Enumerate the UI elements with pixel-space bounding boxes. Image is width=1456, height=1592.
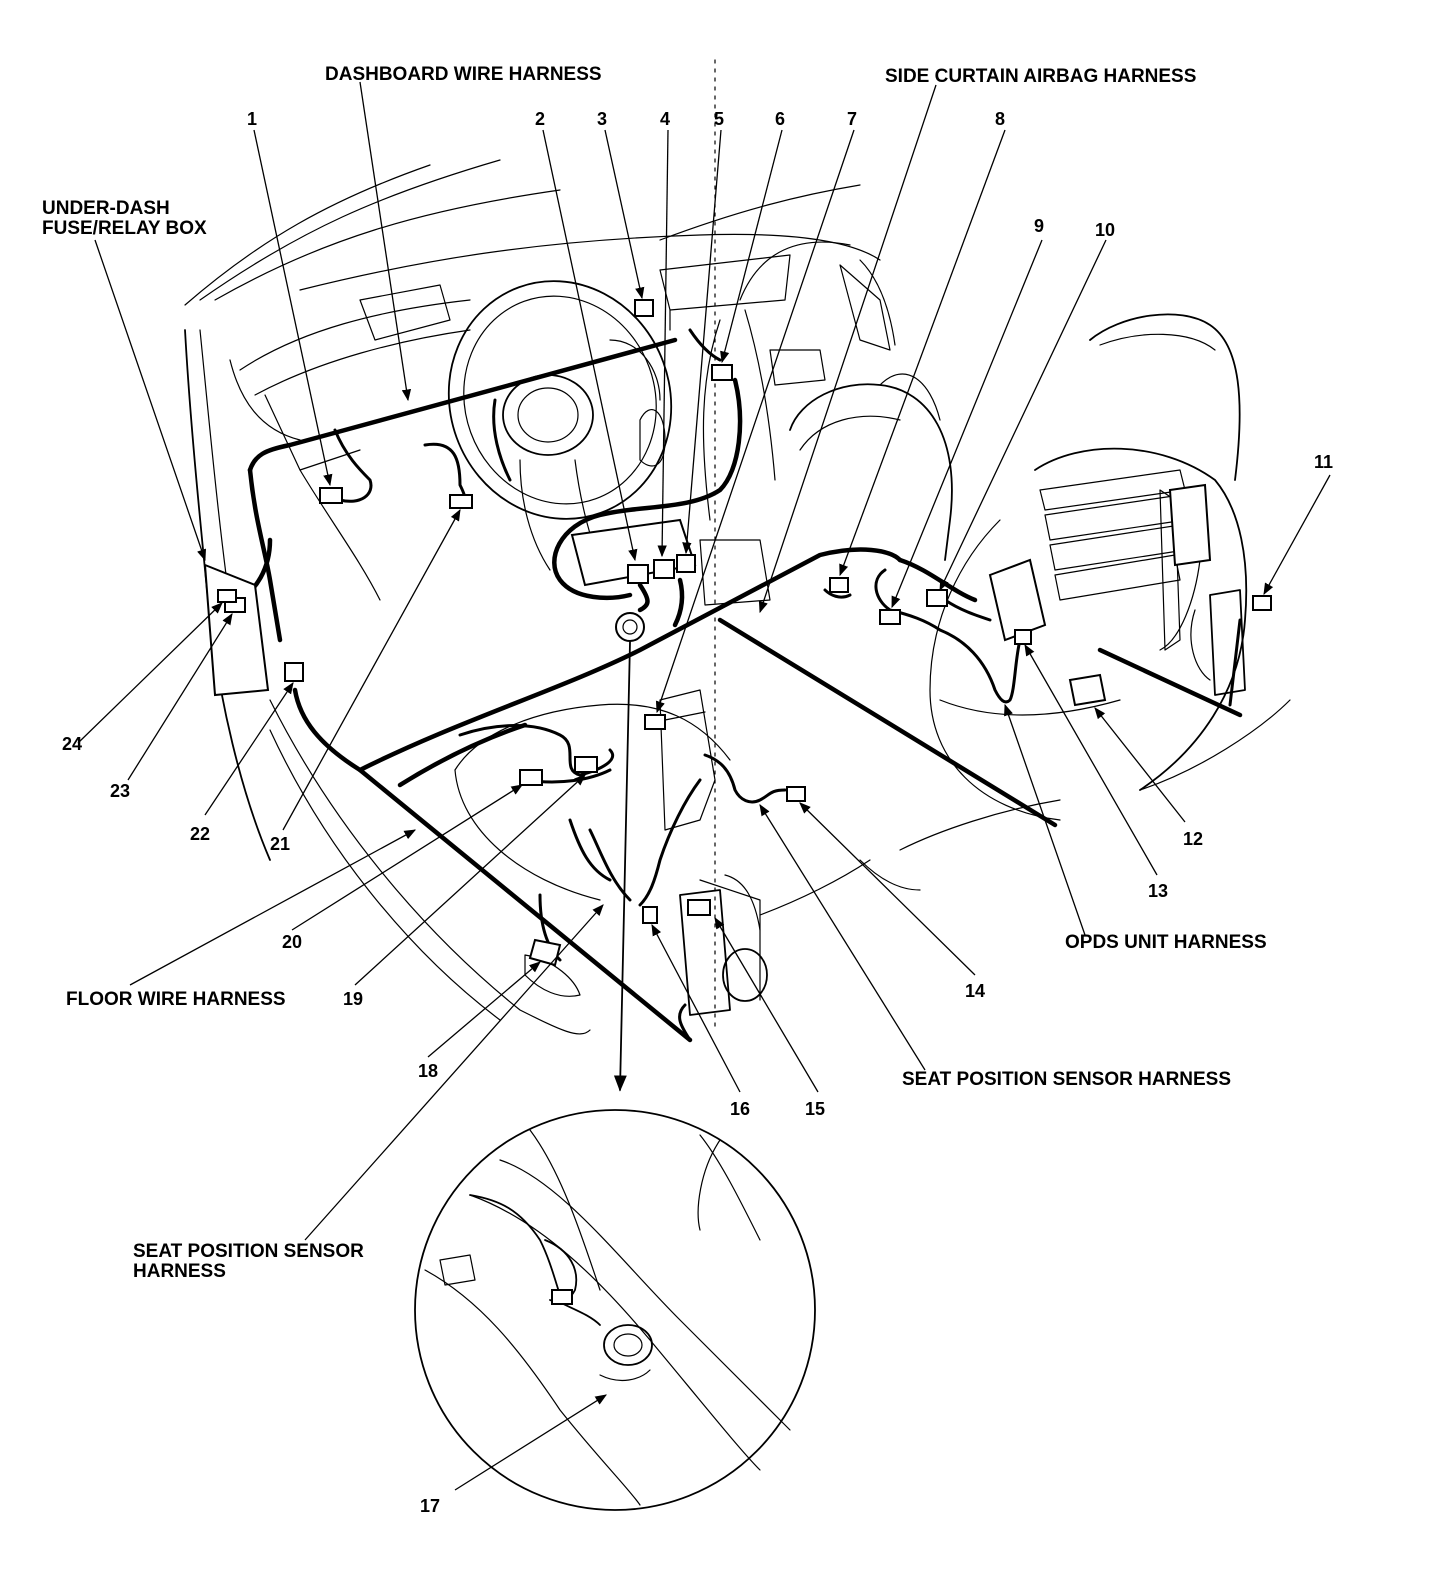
label-dashboard-wire-harness: DASHBOARD WIRE HARNESS — [325, 64, 602, 85]
callout-22: 22 — [190, 824, 210, 844]
callout-11: 11 — [1314, 452, 1333, 472]
connector-5 — [676, 554, 696, 573]
callout-14: 14 — [965, 981, 985, 1001]
inset-detail — [414, 1109, 816, 1511]
callout-4: 4 — [660, 109, 670, 129]
connector-11 — [1252, 595, 1272, 611]
connector-12 — [1068, 673, 1107, 707]
callout-21: 21 — [270, 834, 290, 854]
label-seat-position-sensor-harness: SEAT POSITION SENSOR HARNESS — [902, 1069, 1231, 1090]
label-floor-wire-harness: FLOOR WIRE HARNESS — [66, 989, 286, 1010]
clockspring-connector — [615, 612, 645, 642]
connector-2 — [627, 564, 649, 584]
callout-8: 8 — [995, 109, 1005, 129]
connector-21 — [449, 494, 473, 509]
callout-16: 16 — [730, 1099, 750, 1119]
connector-7 — [644, 714, 666, 730]
connector-24 — [217, 589, 237, 603]
callout-13: 13 — [1148, 881, 1168, 901]
callout-9: 9 — [1034, 216, 1044, 236]
callout-19: 19 — [343, 989, 363, 1009]
connector-13 — [1014, 629, 1032, 645]
labels: DASHBOARD WIRE HARNESS SIDE CURTAIN AIRB… — [42, 64, 1333, 1516]
label-seat-position-inset-line1: SEAT POSITION SENSOR — [133, 1241, 364, 1262]
callout-6: 6 — [775, 109, 785, 129]
connector-9 — [879, 609, 901, 625]
connector-22 — [284, 662, 304, 682]
connector-20 — [519, 769, 543, 786]
connector-14 — [786, 786, 806, 802]
callout-10: 10 — [1095, 220, 1115, 240]
connector-3 — [634, 299, 654, 317]
opds-unit — [988, 558, 1047, 642]
callout-5: 5 — [714, 109, 724, 129]
connector-19 — [574, 756, 598, 773]
connector-16 — [642, 906, 658, 924]
callout-3: 3 — [597, 109, 607, 129]
connector-1 — [319, 487, 343, 504]
connector-6 — [711, 364, 733, 381]
callout-23: 23 — [110, 781, 130, 801]
callout-18: 18 — [418, 1061, 438, 1081]
callout-20: 20 — [282, 932, 302, 952]
callout-17: 17 — [420, 1496, 440, 1516]
callout-15: 15 — [805, 1099, 825, 1119]
callout-12: 12 — [1183, 829, 1203, 849]
callout-1: 1 — [247, 109, 257, 129]
components — [203, 299, 1272, 967]
label-under-dash-line2: FUSE/RELAY BOX — [42, 218, 207, 239]
label-side-curtain-airbag-harness: SIDE CURTAIN AIRBAG HARNESS — [885, 66, 1196, 87]
callout-7: 7 — [847, 109, 857, 129]
label-under-dash-line1: UNDER-DASH — [42, 198, 170, 219]
connector-8 — [829, 577, 849, 593]
side-airbag-module — [1168, 483, 1212, 567]
connector-18 — [528, 938, 562, 967]
label-opds-unit-harness: OPDS UNIT HARNESS — [1065, 932, 1267, 953]
callout-24: 24 — [62, 734, 82, 754]
connector-15 — [687, 899, 711, 916]
connector-4 — [653, 559, 675, 579]
interior-line-art — [184, 159, 1291, 1035]
connector-10 — [926, 589, 948, 607]
leader-lines — [77, 81, 1331, 1491]
label-seat-position-inset-line2: HARNESS — [133, 1261, 226, 1282]
callout-2: 2 — [535, 109, 545, 129]
